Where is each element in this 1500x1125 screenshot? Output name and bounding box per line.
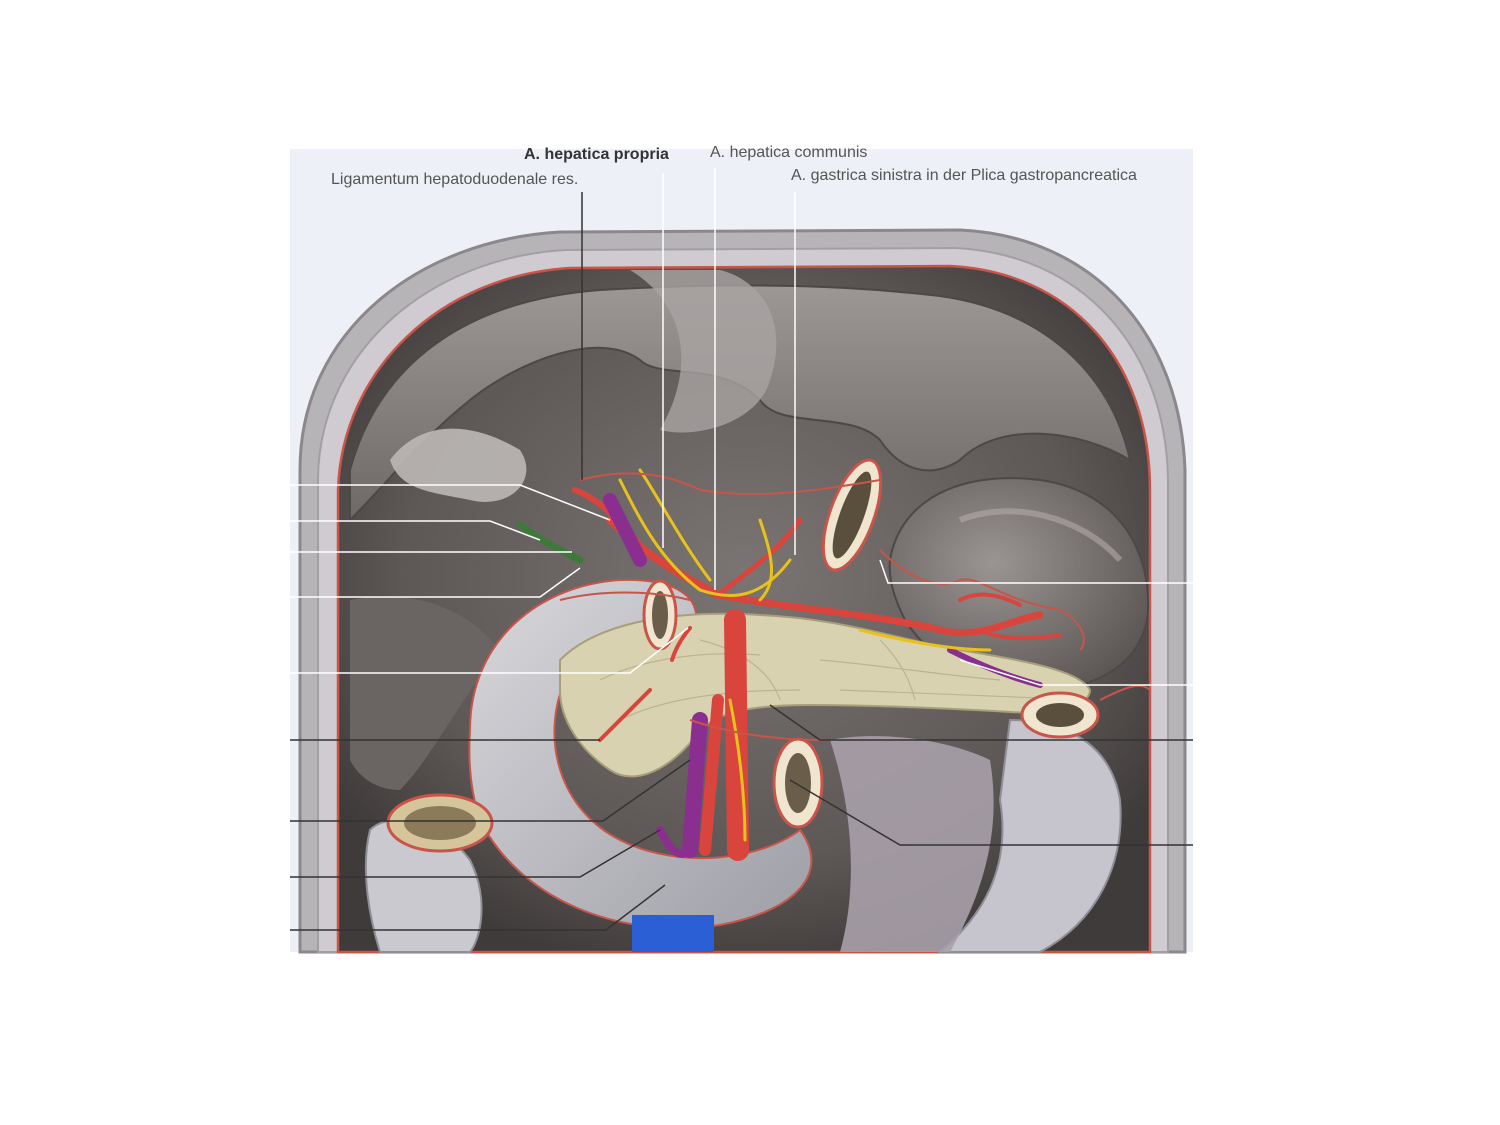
artery-gastrica-sinistra: [715, 517, 803, 598]
descending-colon: [937, 718, 1122, 953]
liver-fold: [630, 270, 777, 433]
ductus-choledochus: [516, 521, 584, 564]
nerves: [618, 468, 992, 842]
mesentery-right: [830, 736, 994, 952]
vein-lower-left: [656, 826, 694, 858]
colon-cut-left-lumen: [404, 806, 476, 840]
artery-gastroduodenalis: [670, 626, 692, 662]
stomach-cut-center-lumen: [652, 591, 668, 639]
esophagus-cut-lumen: [832, 471, 872, 559]
vena-mesenterica-superior: [682, 712, 708, 858]
leader-lines-light: [290, 168, 1193, 686]
artery-lienalis: [714, 591, 1044, 637]
colon-cut-right-lumen: [1036, 703, 1084, 727]
duodenum: [468, 578, 813, 929]
leader-lines-dark: [290, 192, 1193, 931]
label-gastrica-sinistra: A. gastrica sinistra in der Plica gastro…: [791, 167, 1137, 184]
vena-portae: [603, 493, 647, 567]
jejunum-cut-lumen: [785, 753, 811, 813]
vena-cava: [632, 915, 714, 952]
artery-pancreaticoduodenal: [598, 688, 652, 742]
label-lig-hepatoduodenale: Ligamentum hepatoduodenale res.: [331, 171, 579, 188]
artery-mesenterica-superior: [699, 694, 724, 856]
label-hepatica-propria: A. hepatica propria: [524, 146, 669, 163]
left-lower-cavity: [350, 596, 500, 790]
liver-lobe-left: [390, 428, 527, 502]
peritoneal-lines: [559, 472, 1151, 741]
artery-splenic-branches: [958, 592, 1062, 641]
label-hepatica-communis: A. hepatica communis: [710, 144, 868, 161]
stomach-fold: [958, 508, 1123, 562]
